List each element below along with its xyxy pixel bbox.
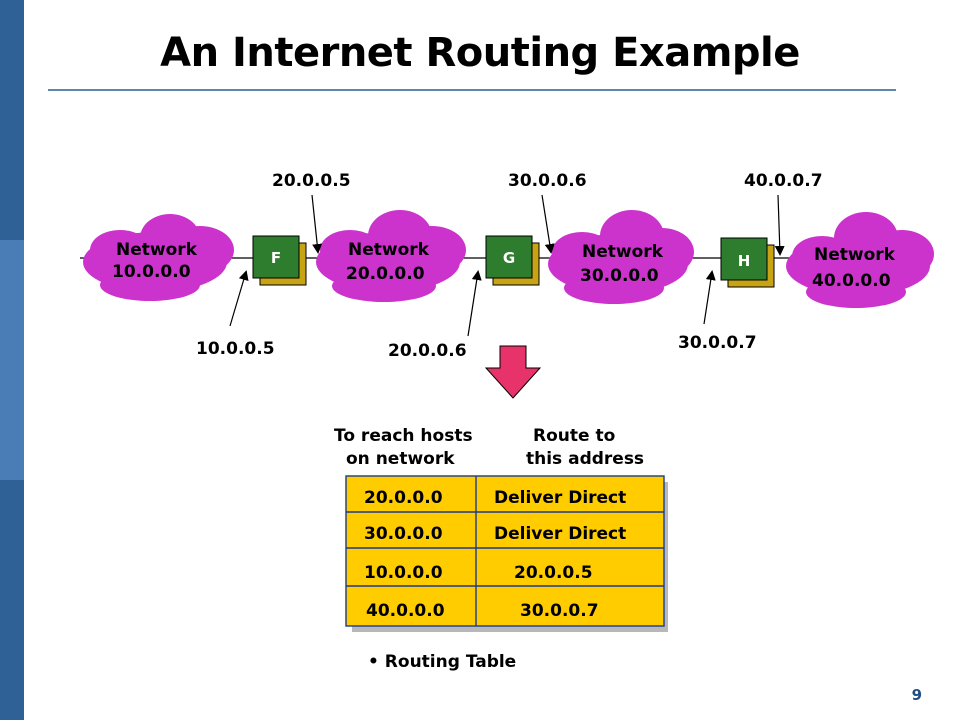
routing-table: 20.0.0.0 Deliver Direct 30.0.0.0 Deliver… <box>345 475 668 632</box>
header-right-line-2: this address <box>526 449 644 469</box>
cloud-network-20 <box>316 210 466 302</box>
pointer-f-left <box>229 270 249 327</box>
router-g-label: G <box>503 249 515 267</box>
header-left-line-2: on network <box>346 449 455 469</box>
routing-table-caption: • Routing Table <box>368 652 516 672</box>
table-row-1-route: Deliver Direct <box>494 488 626 508</box>
ip-g-left: 20.0.0.6 <box>388 341 467 361</box>
pointer-h-left <box>703 270 716 325</box>
left-accent-segment <box>0 240 24 480</box>
ip-f-left: 10.0.0.5 <box>196 339 275 359</box>
router-f[interactable]: F <box>252 235 307 286</box>
bullet-icon: • <box>368 652 379 672</box>
cloud-network-30 <box>548 210 694 304</box>
network-1-label: Network <box>116 240 198 260</box>
ip-h-right: 40.0.0.7 <box>744 171 823 191</box>
header-right-line-1: Route to <box>533 426 615 446</box>
ip-f-right: 20.0.0.5 <box>272 171 351 191</box>
table-row-3-network: 10.0.0.0 <box>364 563 443 583</box>
cloud-network-10 <box>83 214 234 301</box>
network-3-label: Network <box>582 242 664 262</box>
network-1-address: 10.0.0.0 <box>112 262 191 282</box>
network-2-address: 20.0.0.0 <box>346 264 425 284</box>
router-g[interactable]: G <box>485 235 540 286</box>
network-4-label: Network <box>814 245 896 265</box>
table-row-3-route: 20.0.0.5 <box>514 563 593 583</box>
header-left-line-1: To reach hosts <box>334 426 473 446</box>
router-h-label: H <box>738 252 751 270</box>
network-3-address: 30.0.0.0 <box>580 266 659 286</box>
ip-g-right: 30.0.0.6 <box>508 171 587 191</box>
title-underline <box>48 89 896 91</box>
routing-table-body <box>345 475 665 627</box>
ip-h-left: 30.0.0.7 <box>678 333 757 353</box>
routing-table-caption-text: Routing Table <box>384 652 517 672</box>
network-4-address: 40.0.0.0 <box>812 271 891 291</box>
table-row-2-route: Deliver Direct <box>494 524 626 544</box>
pointer-g-left <box>467 270 482 337</box>
table-row-4-route: 30.0.0.7 <box>520 601 599 621</box>
slide-title: An Internet Routing Example <box>160 30 800 76</box>
table-row-1-network: 20.0.0.0 <box>364 488 443 508</box>
pointer-h-right <box>774 194 785 256</box>
table-row-4-network: 40.0.0.0 <box>366 601 445 621</box>
page-number: 9 <box>911 686 922 704</box>
network-2-label: Network <box>348 240 430 260</box>
cloud-network-40 <box>786 212 934 308</box>
left-accent-bar <box>0 0 24 720</box>
pointer-g-right <box>541 194 555 254</box>
router-h[interactable]: H <box>720 237 775 288</box>
pointer-f-right <box>311 194 323 254</box>
table-row-2-network: 30.0.0.0 <box>364 524 443 544</box>
down-arrow-icon <box>484 345 542 399</box>
router-f-label: F <box>271 249 281 267</box>
